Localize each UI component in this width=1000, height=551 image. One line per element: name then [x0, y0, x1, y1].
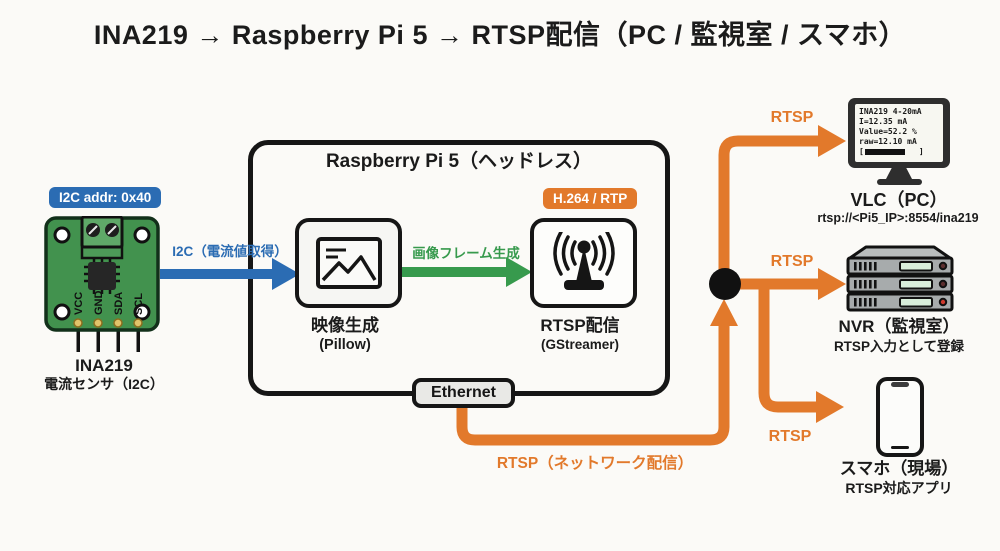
- mount-hole: [133, 226, 151, 244]
- rtsp-phone-line: [758, 284, 818, 413]
- pin-label-vcc: VCC: [73, 292, 85, 315]
- bar-open: [: [859, 147, 864, 156]
- pin-leg: [116, 326, 120, 352]
- pin-leg: [136, 326, 140, 352]
- image-gen-node: [295, 218, 402, 308]
- monitor-stand-neck: [886, 168, 912, 179]
- server-unit: [846, 256, 954, 276]
- page-title: INA219 → Raspberry Pi 5 → RTSP配信（PC / 監視…: [93, 20, 907, 50]
- progress-bar: [ ]: [859, 147, 943, 157]
- rtsp-out-node: [530, 218, 637, 308]
- rtsp-bottom-label: RTSP: [768, 428, 812, 445]
- rtsp-phone-head: [816, 391, 844, 423]
- pin-label-sda: SDA: [113, 292, 125, 315]
- nvr-label: NVR（監視室）: [838, 317, 960, 336]
- rtsp-network-label: RTSP（ネットワーク配信）: [496, 455, 694, 472]
- sensor-name: INA219: [75, 356, 133, 375]
- rtsp-mid-label: RTSP: [770, 253, 814, 270]
- server-icon: [846, 245, 954, 312]
- rtsp-vlc-head: [818, 125, 846, 157]
- broadcast-icon: [552, 232, 615, 290]
- chip-pins: [84, 258, 120, 294]
- image-gen-label: 映像生成: [311, 316, 379, 335]
- screw-slot: [107, 225, 117, 235]
- vlc-url: rtsp://<Pi5_IP>:8554/ina219: [817, 211, 979, 225]
- bar-fill: [864, 149, 905, 155]
- i2c-flow-label: I2C（電流値取得）: [172, 244, 288, 259]
- mount-hole: [53, 226, 71, 244]
- screen-line: I=12.35 mA: [859, 117, 908, 126]
- bar-close: ]: [918, 147, 924, 156]
- server-unit: [846, 292, 954, 312]
- h264-rtp-badge: H.264 / RTP: [543, 188, 638, 209]
- monitor-screen: INA219 4-20mA I=12.35 mA Value=52.2 % ra…: [855, 104, 943, 162]
- monitor-stand-base: [877, 179, 922, 185]
- mount-hole: [53, 303, 71, 321]
- rtsp-top-label: RTSP: [770, 109, 814, 126]
- raspberry-pi-title: Raspberry Pi 5（ヘッドレス）: [325, 151, 593, 172]
- rtsp-out-sub: (GStreamer): [540, 337, 620, 352]
- phone-home-bar: [891, 445, 909, 449]
- rtsp-nvr-head: [818, 268, 846, 300]
- pin-pad: [93, 318, 103, 328]
- pin-pad: [133, 318, 143, 328]
- frame-flow-label: 画像フレーム生成: [412, 246, 520, 261]
- nvr-caption: RTSP入力として登録: [833, 339, 965, 354]
- ethernet-port: Ethernet: [412, 378, 515, 408]
- screen-line: raw=12.10 mA: [859, 137, 917, 146]
- server-unit: [846, 274, 954, 294]
- phone-label: スマホ（現場）: [839, 459, 959, 478]
- ethernet-rtsp-head: [710, 299, 738, 326]
- pin-label-scl: SCL: [133, 293, 145, 315]
- screen-line: INA219 4-20mA: [859, 107, 922, 116]
- chip-icon: [88, 262, 116, 290]
- junction-dot: [709, 268, 741, 300]
- pin-leg: [96, 326, 100, 352]
- image-gen-sub: (Pillow): [319, 337, 371, 353]
- screen-line: Value=52.2 %: [859, 127, 917, 136]
- mount-hole: [133, 303, 151, 321]
- monitor-icon: INA219 4-20mA I=12.35 mA Value=52.2 % ra…: [848, 98, 950, 168]
- pin-leg: [76, 326, 80, 352]
- rtsp-out-label: RTSP配信: [540, 316, 620, 335]
- phone-icon: [876, 377, 924, 457]
- pin-pad: [113, 318, 123, 328]
- pin-pad: [73, 318, 83, 328]
- screw-slot: [88, 225, 98, 235]
- image-icon: [315, 237, 382, 289]
- i2c-addr-badge: I2C addr: 0x40: [49, 187, 162, 208]
- vlc-label: VLC（PC）: [850, 190, 948, 210]
- rtsp-vlc-line: [718, 135, 820, 270]
- phone-notch: [891, 382, 909, 387]
- ina219-board: VCC GND SDA SCL: [44, 216, 160, 352]
- pin-label-gnd: GND: [93, 291, 105, 316]
- phone-caption: RTSP対応アプリ: [845, 480, 953, 496]
- sensor-caption: 電流センサ（I2C）: [44, 376, 164, 392]
